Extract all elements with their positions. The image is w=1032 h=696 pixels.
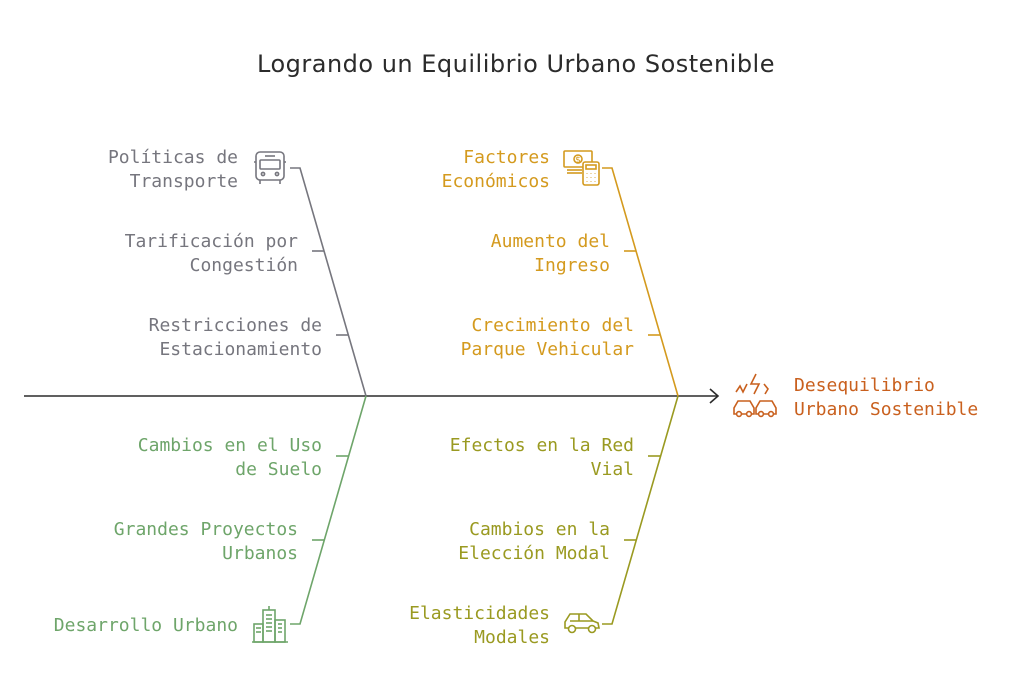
- money-calculator-icon: $: [563, 150, 600, 186]
- bone-elasticidades: [602, 395, 679, 625]
- diagram-title: Logrando un Equilibrio Urbano Sostenible: [257, 50, 775, 78]
- traffic-jam-icon: [733, 373, 777, 418]
- bone-desarrollo: [290, 395, 367, 625]
- svg-text:$: $: [575, 156, 581, 166]
- bone-politicas: [290, 167, 367, 397]
- bus-icon: [254, 151, 286, 184]
- category-label-desarrollo: Desarrollo Urbano: [53, 615, 238, 636]
- spine-arrowhead: [709, 388, 720, 404]
- buildings-icon: [252, 606, 288, 643]
- car-icon: [564, 613, 600, 634]
- bone-factores: [602, 167, 679, 397]
